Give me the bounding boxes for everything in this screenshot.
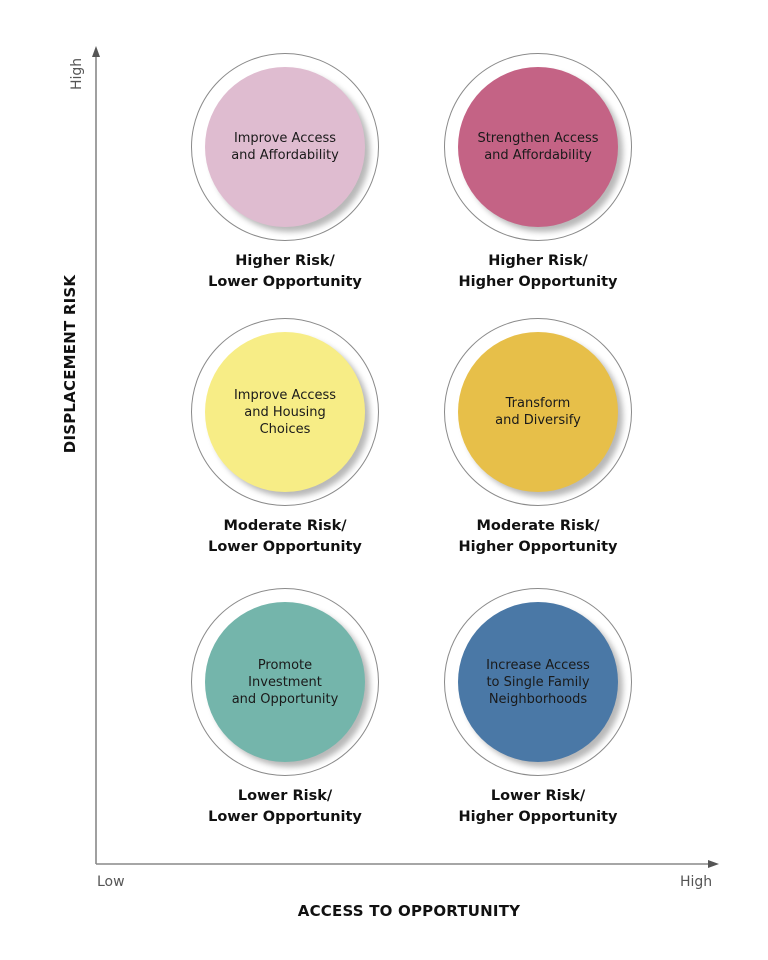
x-axis-title: ACCESS TO OPPORTUNITY bbox=[297, 902, 521, 920]
quadrant-caption: Lower Risk/ Higher Opportunity bbox=[408, 786, 668, 828]
strategy-label: Improve Access and Affordability bbox=[231, 131, 339, 163]
opportunity-label: Lower Opportunity bbox=[208, 539, 362, 555]
strategy-label: Strengthen Access and Affordability bbox=[477, 131, 599, 163]
quadrant-caption: Higher Risk/ Lower Opportunity bbox=[155, 251, 415, 293]
risk-label: Lower Risk/ bbox=[237, 788, 333, 804]
quadrant-higher-risk-higher-opportunity: Strengthen Access and Affordability High… bbox=[408, 53, 668, 293]
quadrant-ring: Promote Investment and Opportunity bbox=[191, 588, 379, 776]
opportunity-label: Lower Opportunity bbox=[208, 274, 362, 290]
opportunity-label: Lower Opportunity bbox=[208, 809, 362, 825]
opportunity-label: Higher Opportunity bbox=[458, 274, 618, 290]
strategy-label: Promote Investment and Opportunity bbox=[231, 657, 339, 707]
strategy-label: Increase Access to Single Family Neighbo… bbox=[486, 657, 590, 707]
strategy-circle: Strengthen Access and Affordability bbox=[458, 67, 618, 227]
quadrant-ring: Increase Access to Single Family Neighbo… bbox=[444, 588, 632, 776]
risk-label: Lower Risk/ bbox=[490, 788, 586, 804]
quadrant-caption: Moderate Risk/ Lower Opportunity bbox=[155, 516, 415, 558]
x-axis-low-label: Low bbox=[97, 874, 125, 890]
opportunity-label: Higher Opportunity bbox=[458, 539, 618, 555]
x-axis-arrow-icon bbox=[708, 860, 719, 868]
opportunity-label: Higher Opportunity bbox=[458, 809, 618, 825]
quadrant-moderate-risk-higher-opportunity: Transform and Diversify Moderate Risk/ H… bbox=[408, 318, 668, 558]
x-axis-high-label: High bbox=[680, 874, 713, 890]
quadrant-caption: Higher Risk/ Higher Opportunity bbox=[408, 251, 668, 293]
quadrant-ring: Improve Access and Housing Choices bbox=[191, 318, 379, 506]
strategy-circle: Transform and Diversify bbox=[458, 332, 618, 492]
strategy-label: Transform and Diversify bbox=[495, 396, 581, 428]
y-axis-high-label: High bbox=[69, 57, 85, 90]
quadrant-caption: Moderate Risk/ Higher Opportunity bbox=[408, 516, 668, 558]
risk-label: Moderate Risk/ bbox=[223, 518, 347, 534]
risk-label: Moderate Risk/ bbox=[476, 518, 600, 534]
y-axis-arrow-icon bbox=[92, 46, 100, 57]
strategy-circle: Improve Access and Housing Choices bbox=[205, 332, 365, 492]
quadrant-moderate-risk-lower-opportunity: Improve Access and Housing Choices Moder… bbox=[155, 318, 415, 558]
quadrant-ring: Improve Access and Affordability bbox=[191, 53, 379, 241]
strategy-circle: Improve Access and Affordability bbox=[205, 67, 365, 227]
quadrant-ring: Transform and Diversify bbox=[444, 318, 632, 506]
strategy-label: Improve Access and Housing Choices bbox=[233, 387, 337, 437]
strategy-circle: Promote Investment and Opportunity bbox=[205, 602, 365, 762]
risk-label: Higher Risk/ bbox=[488, 253, 588, 269]
quadrant-ring: Strengthen Access and Affordability bbox=[444, 53, 632, 241]
y-axis-title: DISPLACEMENT RISK bbox=[61, 274, 79, 454]
quadrant-lower-risk-lower-opportunity: Promote Investment and Opportunity Lower… bbox=[155, 588, 415, 828]
quadrant-lower-risk-higher-opportunity: Increase Access to Single Family Neighbo… bbox=[408, 588, 668, 828]
strategy-circle: Increase Access to Single Family Neighbo… bbox=[458, 602, 618, 762]
quadrant-caption: Lower Risk/ Lower Opportunity bbox=[155, 786, 415, 828]
risk-label: Higher Risk/ bbox=[235, 253, 335, 269]
quadrant-higher-risk-lower-opportunity: Improve Access and Affordability Higher … bbox=[155, 53, 415, 293]
